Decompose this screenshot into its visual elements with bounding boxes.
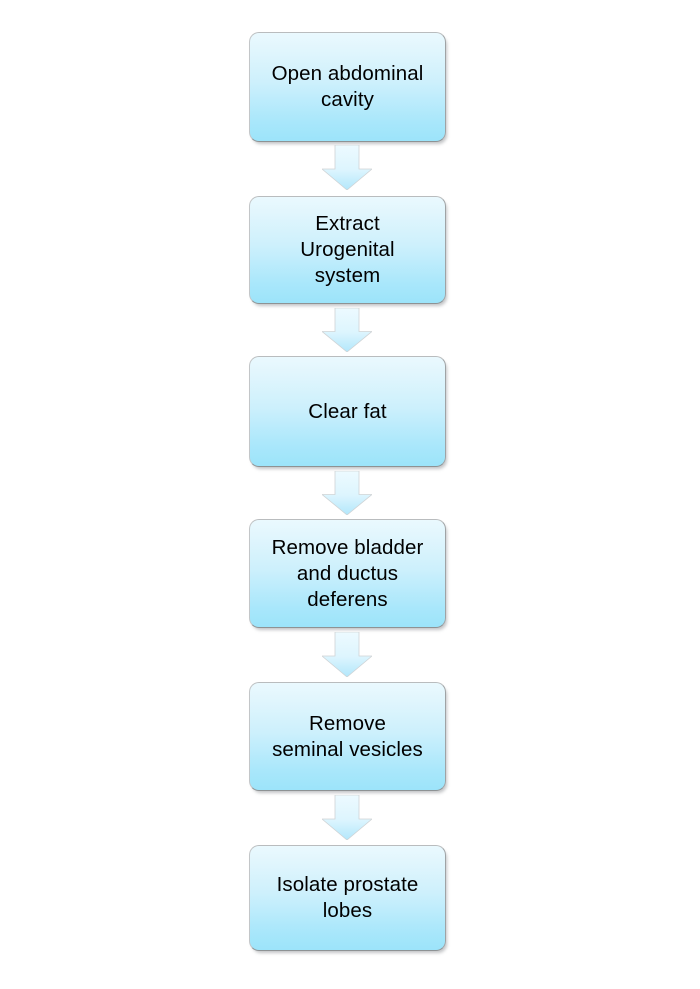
flow-node-step-4[interactable]: Remove bladder and ductus deferens: [249, 519, 446, 628]
flow-node-step-1[interactable]: Open abdominal cavity: [249, 32, 446, 142]
flow-node-label: Remove bladder and ductus deferens: [271, 535, 424, 611]
flow-arrow-3-to-4: [322, 471, 372, 515]
flow-node-label: Open abdominal cavity: [271, 62, 424, 111]
flow-node-label: Clear fat: [308, 399, 387, 423]
flow-node-step-6[interactable]: Isolate prostate lobes: [249, 845, 446, 951]
flow-node-step-5[interactable]: Remove seminal vesicles: [249, 682, 446, 791]
flow-arrow-5-to-6: [322, 795, 372, 840]
flow-node-step-3[interactable]: Clear fat: [249, 356, 446, 467]
flow-node-label: Isolate prostate lobes: [276, 873, 419, 922]
flow-node-label: Remove seminal vesicles: [272, 711, 423, 761]
flow-node-label: Extract Urogenital system: [300, 212, 395, 287]
flow-node-step-2[interactable]: Extract Urogenital system: [249, 196, 446, 304]
flow-arrow-1-to-2: [322, 145, 372, 190]
flow-arrow-4-to-5: [322, 632, 372, 677]
flow-arrow-2-to-3: [322, 308, 372, 352]
